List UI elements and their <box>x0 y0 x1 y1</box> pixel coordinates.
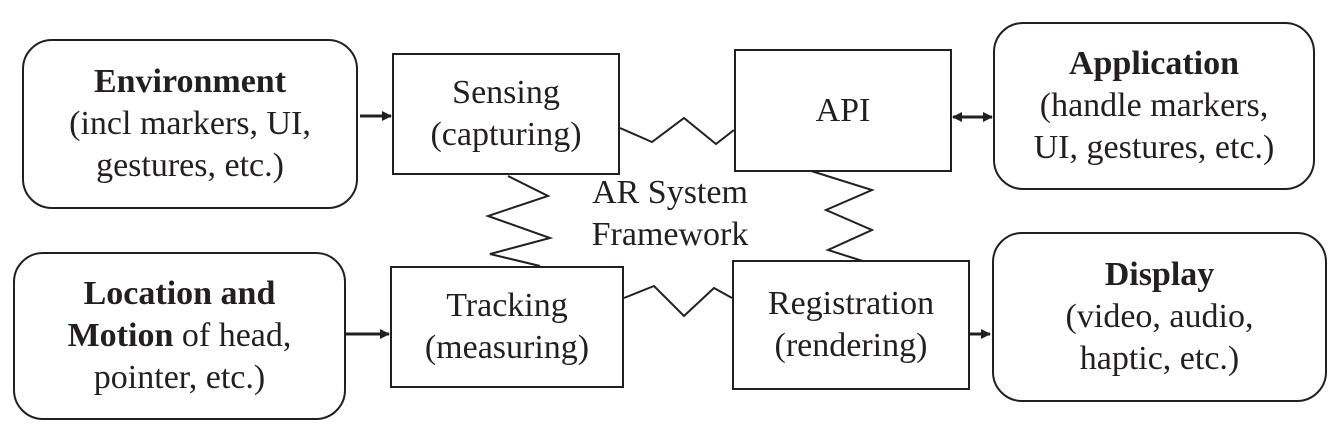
environment-title: Environment <box>93 63 287 100</box>
tracking-box: Tracking (measuring) <box>390 266 624 388</box>
api-box: API <box>734 49 952 172</box>
sensing-title: Sensing <box>452 74 560 111</box>
environment-line-1: (incl markers, UI, <box>69 105 311 142</box>
application-box: Application (handle markers, UI, gesture… <box>993 22 1315 190</box>
api-title: API <box>815 91 871 129</box>
location-motion-title: Location and <box>83 275 276 312</box>
environment-box: Environment (incl markers, UI, gestures,… <box>22 39 358 209</box>
sensing-subtitle: (capturing) <box>430 116 582 153</box>
application-line-1: (handle markers, <box>1039 87 1269 124</box>
tracking-subtitle: (measuring) <box>424 329 590 366</box>
application-line-2: UI, gestures, etc.) <box>1033 129 1275 166</box>
display-box: Display (video, audio, haptic, etc.) <box>992 232 1327 402</box>
zigzag-sensing-api <box>619 116 735 146</box>
ar-system-framework-label: AR System Framework <box>591 174 749 253</box>
location-motion-line-2: Motion of head, <box>67 317 292 354</box>
registration-title: Registration <box>767 285 935 322</box>
zigzag-sensing-tracking <box>484 175 554 267</box>
display-line-2: haptic, etc.) <box>1079 340 1240 377</box>
registration-subtitle: (rendering) <box>774 327 928 364</box>
display-line-1: (video, audio, <box>1065 298 1254 335</box>
registration-box: Registration (rendering) <box>732 260 970 390</box>
display-title: Display <box>1104 256 1215 293</box>
tracking-title: Tracking <box>446 287 568 324</box>
environment-line-2: gestures, etc.) <box>96 147 284 184</box>
zigzag-api-registration <box>807 169 875 265</box>
location-motion-line-3: pointer, etc.) <box>93 359 266 396</box>
zigzag-tracking-registration <box>623 284 733 318</box>
sensing-box: Sensing (capturing) <box>392 53 620 175</box>
location-motion-box: Location and Motion of head, pointer, et… <box>13 252 346 420</box>
application-title: Application <box>1068 45 1240 82</box>
